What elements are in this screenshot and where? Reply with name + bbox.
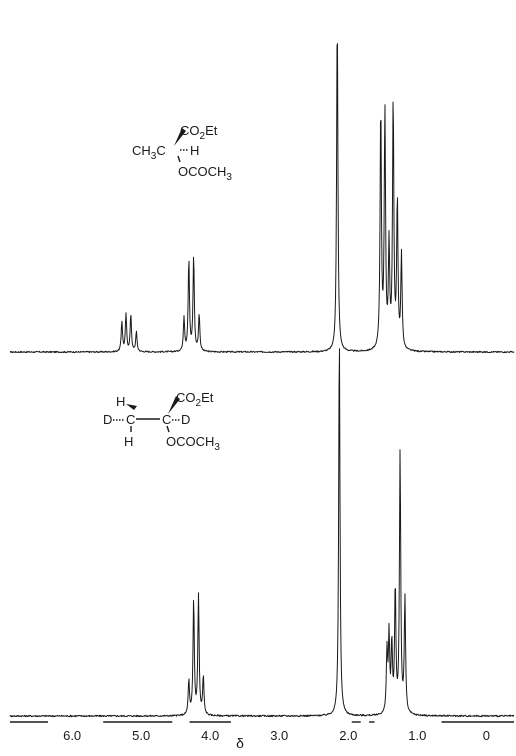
structure-top-bond-o xyxy=(177,155,181,163)
structure-bottom-h-top: H xyxy=(116,394,125,409)
x-tick-label: 1.0 xyxy=(408,728,426,743)
structure-top-ch3-c: CH3C xyxy=(132,143,166,162)
structure-bottom-co2et: CO2Et xyxy=(176,390,214,409)
structure-top-wedge-bond xyxy=(174,128,186,146)
structure-bottom-c-left: C xyxy=(126,412,135,427)
structure-bottom-bond-o xyxy=(166,425,170,433)
x-tick-label: 6.0 xyxy=(63,728,81,743)
x-axis-label: δ xyxy=(236,735,244,751)
structure-top-co2et: CO2Et xyxy=(180,123,218,142)
x-tick-label: 5.0 xyxy=(132,728,150,743)
structure-top-h: H xyxy=(190,143,199,158)
structure-bottom-h-bottom: H xyxy=(124,434,133,449)
spectrum-top-trace xyxy=(9,43,515,354)
x-tick-label: 4.0 xyxy=(201,728,219,743)
structure-top: CO2Et CH3C H OCOCH3 xyxy=(132,123,232,183)
x-tick-label: 2.0 xyxy=(339,728,357,743)
structure-bottom: CO2Et H D C C D H OCOCH3 xyxy=(103,390,220,453)
spectrum-bottom-trace xyxy=(9,348,514,718)
x-tick-labels: 6.0 5.0 4.0 3.0 2.0 1.0 0 xyxy=(63,728,490,743)
structure-bottom-wedge-bond-right xyxy=(168,396,180,414)
structure-bottom-c-right: C xyxy=(162,412,171,427)
structure-bottom-ococh3: OCOCH3 xyxy=(166,434,220,453)
structure-top-ococh3: OCOCH3 xyxy=(178,164,232,183)
structure-bottom-d-right: D xyxy=(181,412,190,427)
x-tick-label: 3.0 xyxy=(270,728,288,743)
structure-bottom-d-left: D xyxy=(103,412,112,427)
structure-bottom-wedge-bond-left xyxy=(126,404,137,410)
x-tick-label: 0 xyxy=(483,728,490,743)
